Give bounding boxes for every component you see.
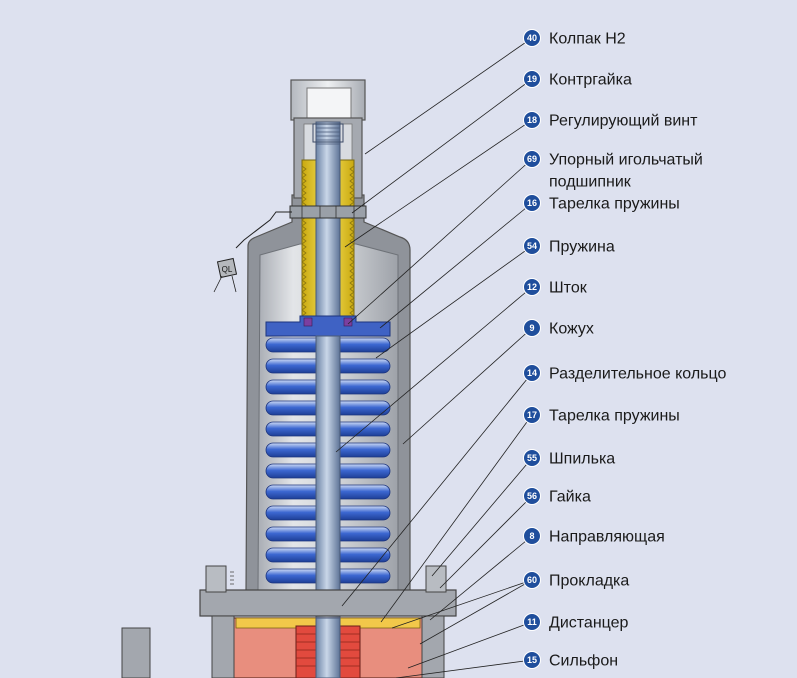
- valve-base: [121, 615, 445, 678]
- callout-badge: [523, 70, 541, 88]
- leader-9: [402, 327, 533, 445]
- callout-label: Прокладка: [549, 573, 629, 590]
- callout-item: 9 Кожух: [523, 319, 594, 338]
- callout-badge: [523, 487, 541, 505]
- callout-item: 54 Пружина: [523, 237, 615, 256]
- callout-badge: [523, 150, 541, 168]
- callout-item: 19 Контргайка: [523, 70, 632, 89]
- leader-60a: [391, 579, 533, 629]
- callout-number: 14: [527, 368, 537, 378]
- callout-number: 40: [527, 33, 537, 43]
- callout-label: Сильфон: [549, 653, 618, 670]
- valve-drawing: QL: [121, 79, 457, 678]
- seal-tag: QL: [213, 211, 292, 293]
- callout-number: 54: [527, 241, 537, 251]
- leader-18: [344, 119, 533, 248]
- callout-badge: [523, 613, 541, 631]
- callout-label: Тарелка пружины: [549, 408, 680, 425]
- leader-14: [341, 372, 533, 607]
- upper-spring-plate: [265, 315, 391, 337]
- callout-label: Контргайка: [549, 72, 632, 89]
- callout-item: 18 Регулирующий винт: [523, 111, 698, 130]
- callout-item: 60 Прокладка: [523, 571, 629, 590]
- callout-badge: [523, 278, 541, 296]
- callout-list: 40 Колпак H2 19 Контргайка 18 Регулирующий ви…: [523, 29, 726, 670]
- leader-17: [380, 414, 533, 623]
- callout-number: 12: [527, 282, 537, 292]
- callout-item: 56 Гайка: [523, 487, 591, 506]
- callout-label: Колпак H2: [549, 31, 626, 48]
- callout-label: Регулирующий винт: [549, 113, 698, 130]
- callout-label: подшипник: [549, 174, 632, 191]
- callout-number: 15: [527, 655, 537, 665]
- callout-item: 8 Направляющая: [523, 527, 665, 546]
- callout-number: 60: [527, 575, 537, 585]
- callout-item: 55 Шпилька: [523, 449, 615, 468]
- leader-11: [407, 621, 533, 669]
- callout-badge: [523, 571, 541, 589]
- leader-55: [431, 457, 533, 577]
- callout-number: 56: [527, 491, 537, 501]
- callout-label: Гайка: [549, 489, 591, 506]
- callout-label: Шток: [549, 280, 588, 297]
- callout-item: 14 Разделительное кольцо: [523, 364, 726, 383]
- callout-number: 16: [527, 198, 537, 208]
- callout-number: 19: [527, 74, 537, 84]
- callout-item: 11 Дистанцер: [523, 613, 629, 632]
- callout-label: Пружина: [549, 239, 615, 256]
- callout-badge: [523, 449, 541, 467]
- callout-label: Шпилька: [549, 451, 615, 468]
- callout-label: Дистанцер: [549, 615, 629, 632]
- leader-40: [364, 37, 533, 155]
- callout-label: Кожух: [549, 321, 594, 338]
- callout-item: 12 Шток: [523, 278, 588, 297]
- callout-number: 69: [527, 154, 537, 164]
- leader-12: [335, 286, 533, 453]
- bonnet-flange: [199, 565, 457, 617]
- callout-badge: [523, 194, 541, 212]
- callout-item: 40 Колпак H2: [523, 29, 626, 48]
- callout-item: 17 Тарелка пружины: [523, 406, 680, 425]
- callout-label: Тарелка пружины: [549, 196, 680, 213]
- callout-number: 9: [529, 323, 534, 333]
- callout-number: 55: [527, 453, 537, 463]
- callout-label: Разделительное кольцо: [549, 366, 726, 383]
- callout-badge: [523, 319, 541, 337]
- leader-69: [347, 158, 533, 325]
- leader-15: [395, 659, 533, 678]
- callout-number: 17: [527, 410, 537, 420]
- callout-badge: [523, 29, 541, 47]
- leader-lines: [335, 37, 533, 678]
- callout-badge: [523, 527, 541, 545]
- leader-54: [375, 245, 533, 359]
- leader-60b: [419, 579, 533, 645]
- lock-nut: [289, 205, 367, 219]
- leader-16: [379, 202, 533, 329]
- callout-badge: [523, 406, 541, 424]
- callout-badge: [523, 651, 541, 669]
- callout-label: Упорный игольчатый: [549, 152, 703, 169]
- callout-badge: [523, 364, 541, 382]
- callout-number: 8: [529, 531, 534, 541]
- leader-8: [429, 535, 533, 621]
- callout-badge: [523, 111, 541, 129]
- callout-label: Направляющая: [549, 529, 665, 546]
- callout-item: 16 Тарелка пружины: [523, 194, 680, 213]
- callout-number: 18: [527, 115, 537, 125]
- callout-badge: [523, 237, 541, 255]
- leader-56: [439, 495, 533, 589]
- leader-19: [351, 78, 533, 214]
- callout-item: 69 Упорный игольчатый подшипник: [523, 150, 703, 191]
- spring: [265, 337, 391, 584]
- callout-number: 11: [527, 617, 537, 627]
- seal-tag-text: QL: [222, 265, 233, 274]
- callout-item: 15 Сильфон: [523, 651, 618, 670]
